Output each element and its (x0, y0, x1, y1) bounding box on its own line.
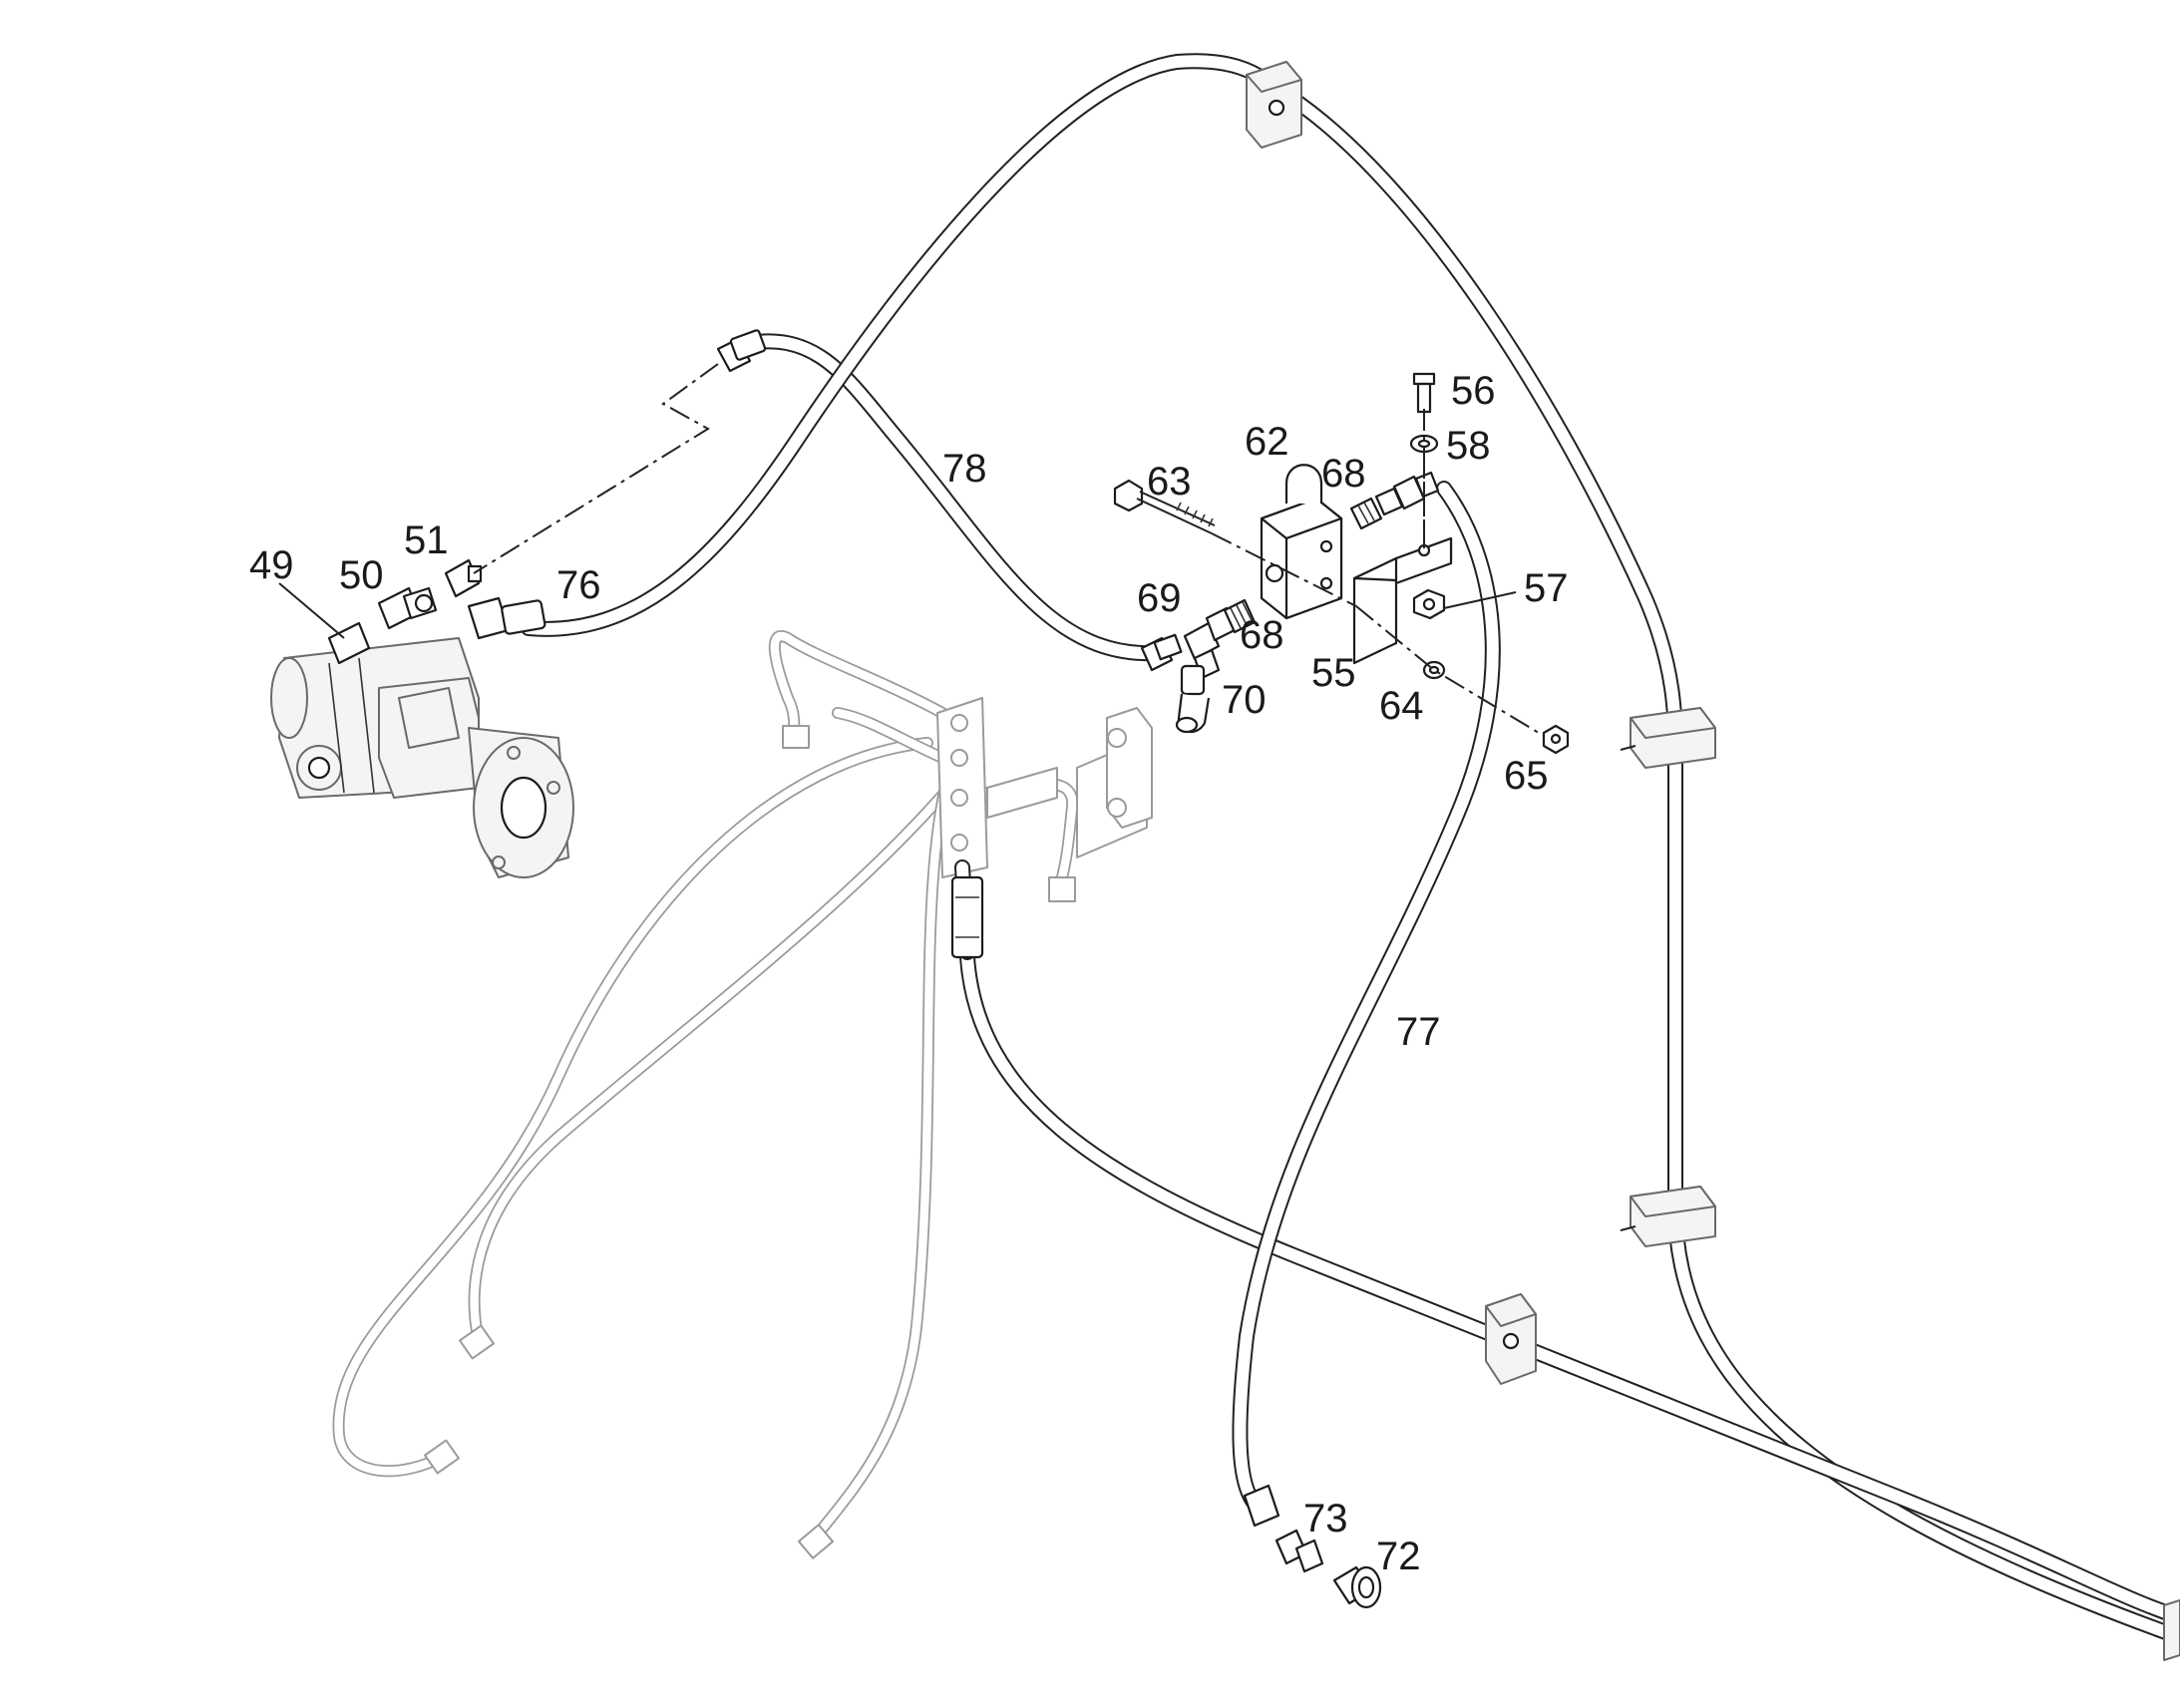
fitting-58-adapter (1392, 471, 1440, 511)
bolt-56 (1412, 372, 1436, 414)
hose-78 (735, 333, 1165, 662)
fitting-50 (377, 586, 438, 630)
callout-56: 56 (1451, 369, 1496, 413)
hose-main-return (959, 949, 2180, 1623)
hose-76 (521, 53, 2180, 1643)
fitting-51 (444, 558, 483, 598)
callout-63: 63 (1147, 460, 1192, 504)
callout-leaders (278, 582, 1517, 639)
callout-65: 65 (1504, 754, 1549, 798)
callout-76: 76 (556, 563, 601, 607)
callout-73: 73 (1303, 1497, 1348, 1540)
fitting-68-mid (1223, 598, 1257, 634)
hose-clamp-right-lower (1620, 1186, 1716, 1247)
callout-69: 69 (1137, 576, 1182, 620)
callout-64: 64 (1379, 684, 1424, 728)
tee-fitting-69 (1183, 606, 1237, 680)
bolt-63 (1113, 479, 1216, 534)
hose-77 (1232, 481, 1501, 1514)
nut-65 (1542, 724, 1570, 755)
fitting-73 (1274, 1529, 1324, 1573)
callout-70: 70 (1222, 678, 1267, 722)
bracket-55 (1352, 536, 1453, 665)
callout-labels: 49 50 51 76 78 63 62 68 56 58 69 68 70 5… (249, 369, 1569, 1578)
fitting-72 (1332, 1565, 1382, 1609)
callout-55: 55 (1311, 651, 1356, 695)
hose-clamp-top (1246, 61, 1302, 149)
hose-clamp-edge (2163, 1599, 2180, 1661)
hose-end-fitting-77 (1243, 1484, 1280, 1528)
fitting-68-top (1349, 487, 1404, 530)
callout-68-top: 68 (1321, 452, 1366, 496)
callout-49: 49 (249, 543, 294, 587)
callout-77: 77 (1396, 1010, 1441, 1054)
hose-clamp-mid (1485, 1293, 1537, 1385)
hose-end-fitting-76 (467, 596, 546, 640)
hose-69-fitting-line (950, 859, 984, 960)
callout-51: 51 (404, 518, 449, 562)
callout-68-mid: 68 (1240, 613, 1284, 657)
hydraulic-pump (270, 621, 574, 878)
nut-57 (1412, 588, 1446, 620)
banjo-fitting-70 (1175, 664, 1211, 734)
callout-57: 57 (1524, 566, 1569, 610)
callout-50: 50 (339, 553, 384, 597)
hose-end-fitting-top (716, 329, 767, 373)
callout-58: 58 (1446, 424, 1491, 468)
assembly-centerlines (473, 363, 1545, 737)
callout-78: 78 (942, 447, 987, 491)
callout-62: 62 (1245, 420, 1289, 464)
valve-manifold-bracket (936, 697, 1153, 878)
callout-72: 72 (1376, 1535, 1421, 1578)
hose-clamp-right-upper (1620, 707, 1716, 769)
fitting-69 (1140, 633, 1183, 672)
